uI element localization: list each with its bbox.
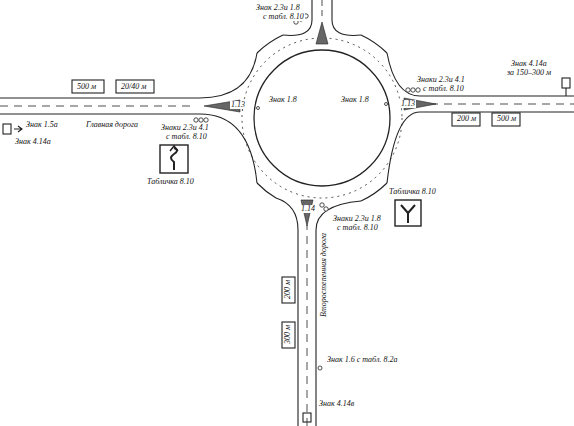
- sign-label: Знак 1.8: [268, 96, 298, 104]
- sign-label: с табл. 8.10: [262, 13, 305, 21]
- sign-label: 1.13: [230, 101, 246, 109]
- sign-label: Знак 1.6 с табл. 8.2а: [326, 356, 398, 364]
- sign-label: 200 м: [456, 115, 477, 123]
- sign-label: Знак 4.14а: [14, 138, 52, 146]
- sign-label: Табличка 8.10: [388, 188, 437, 196]
- sign-label: Знаки 2.3и 4.1: [160, 124, 210, 132]
- sign-label: Знак 1.8: [340, 96, 370, 104]
- sign-label: Второстепенная дорога: [320, 232, 328, 318]
- sign-label: 200 м: [284, 279, 292, 300]
- sign-label: Знаки 2.3и 1.8: [332, 215, 382, 223]
- sign-label: с табл. 8.10: [422, 85, 465, 93]
- sign-label: с табл. 8.10: [165, 133, 208, 141]
- sign-label: 1.14: [300, 205, 316, 213]
- sign-label: Знак 2.3и 1.8: [255, 4, 301, 12]
- sign-label: Знак 4.14а: [510, 60, 548, 68]
- sign-label: Табличка 8.10: [146, 178, 195, 186]
- sign-label: 20/40 м: [120, 83, 147, 91]
- sign-label: Знак 4.14в: [318, 400, 355, 408]
- sign-label: Главная дорога: [85, 121, 139, 129]
- sign-label: с табл. 8.10: [336, 224, 379, 232]
- sign-label: 300 м: [284, 324, 292, 345]
- sign-label: 500 м: [496, 115, 517, 123]
- sign-label: 1.13: [400, 100, 416, 108]
- sign-label: 500 м: [76, 83, 97, 91]
- sign-label: за 150–300 м: [506, 69, 552, 77]
- sign-label: Знак 1.5а: [25, 121, 59, 129]
- sign-label: Знаки 2.3и 4.1: [416, 76, 466, 84]
